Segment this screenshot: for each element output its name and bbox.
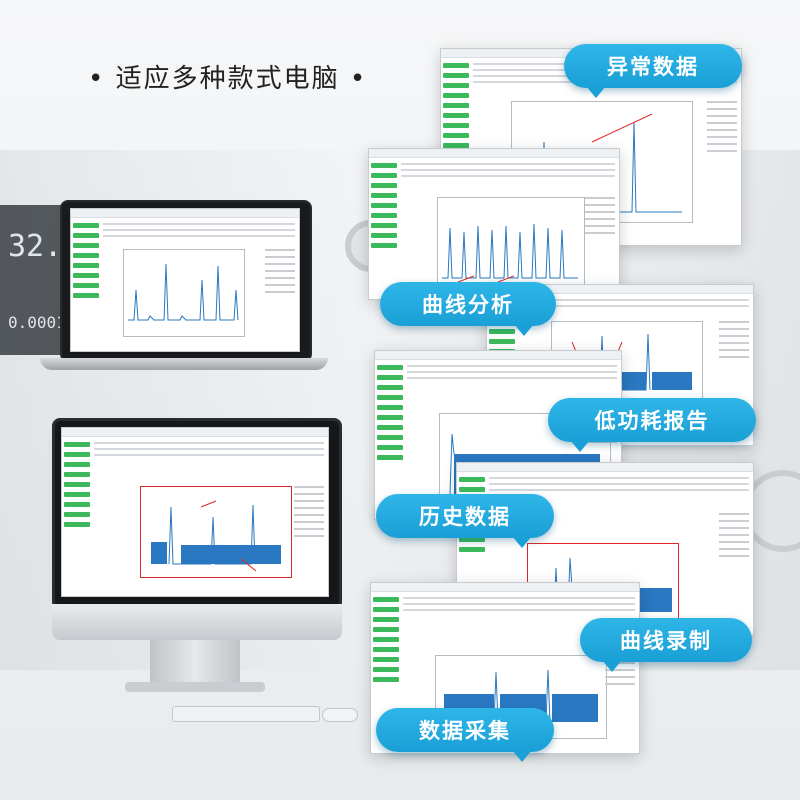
chart-thumbnail	[437, 197, 585, 289]
software-window-curve-record	[456, 462, 754, 636]
software-window	[61, 427, 329, 597]
mouse	[322, 708, 358, 722]
software-window	[70, 208, 300, 352]
badge-curve-analysis: 曲线分析	[380, 282, 556, 336]
badge-abnormal-data: 异常数据	[564, 44, 742, 98]
chart-thumbnail	[123, 249, 245, 337]
headline: • 适应多种款式电脑 •	[88, 64, 368, 94]
keyboard	[172, 706, 320, 722]
monitor-stand	[150, 640, 240, 684]
laptop-base	[40, 358, 328, 370]
monitor-chin	[52, 604, 342, 640]
monitor-foot	[125, 682, 265, 692]
software-window-curve-analysis	[368, 148, 620, 300]
badge-low-power: 低功耗报告	[548, 398, 756, 452]
monitor-screen	[52, 418, 342, 610]
badge-data-collect: 数据采集	[376, 708, 554, 762]
badge-history-data: 历史数据	[376, 494, 554, 548]
instrument-reading-sub: 0.0001	[8, 313, 66, 332]
chart-thumbnail	[140, 486, 292, 578]
badge-curve-record: 曲线录制	[580, 618, 752, 672]
laptop-screen	[60, 200, 312, 362]
